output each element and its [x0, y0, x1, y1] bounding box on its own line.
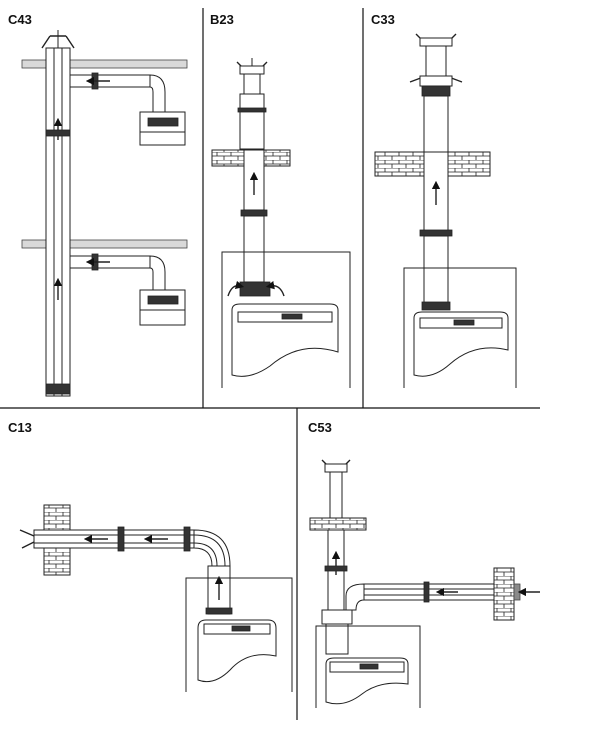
c43-floor-slab-lower: [21, 239, 188, 249]
c53-side-wall: [493, 567, 515, 621]
b23-draught-diverter: [239, 281, 271, 297]
b23-diagram: [211, 58, 351, 388]
panel-dividers: [0, 8, 540, 720]
label-c53: C53: [308, 420, 332, 435]
b23-terminal-cap: [239, 65, 265, 75]
c43-diagram: [21, 30, 188, 397]
c43-common-duct: [45, 47, 71, 397]
b23-flue-pipe-upper: [239, 93, 265, 150]
c53-roof-wall: [309, 517, 367, 531]
c33-roof-terminal: [419, 37, 453, 47]
c13-terminal: [19, 529, 35, 549]
label-c13: C13: [8, 420, 32, 435]
c53-diagram: [309, 459, 540, 708]
label-b23: B23: [210, 12, 234, 27]
c53-roof-terminal: [324, 463, 348, 473]
c13-boiler: [197, 619, 277, 683]
c13-diagram: [19, 504, 293, 692]
c13-horizontal-flue: [33, 529, 195, 549]
c33-diagram: [374, 33, 517, 388]
label-c33: C33: [371, 12, 395, 27]
label-c43: C43: [8, 12, 32, 27]
c43-floor-slab-upper: [21, 59, 188, 69]
